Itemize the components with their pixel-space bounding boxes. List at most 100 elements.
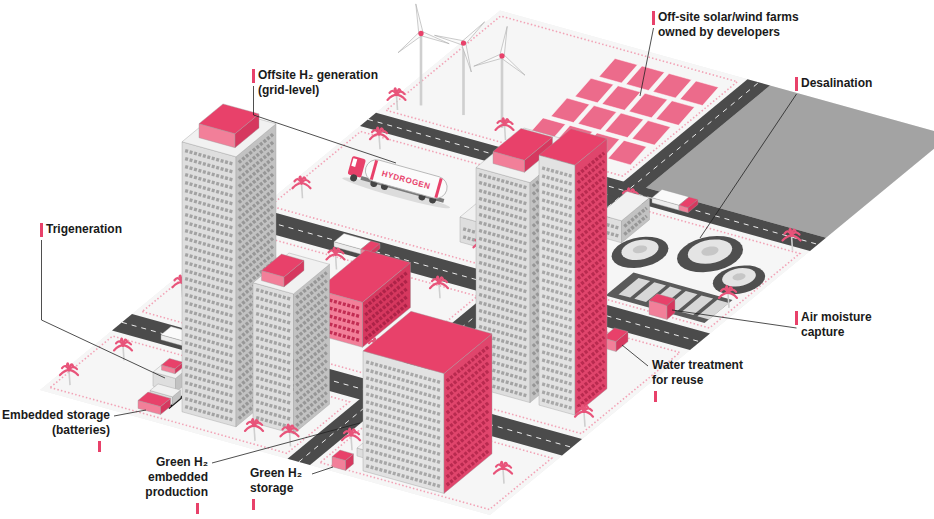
- window-row: [542, 344, 572, 352]
- palm-trunk: [254, 426, 255, 441]
- window-row: [542, 400, 572, 408]
- palm-frond: [505, 125, 514, 130]
- palm-frond: [351, 435, 360, 440]
- leader-line: [212, 423, 360, 463]
- building-face: [363, 351, 444, 494]
- tank-core: [633, 245, 647, 253]
- palm-frond: [494, 469, 503, 474]
- palm-frond: [254, 426, 263, 431]
- leader-line: [672, 310, 797, 328]
- turbine-hub: [499, 53, 504, 58]
- callout-label: Desalination: [801, 76, 872, 91]
- palm-frond: [575, 412, 584, 417]
- window-row: [542, 184, 572, 192]
- callout-marker: [654, 391, 657, 402]
- window-row: [447, 402, 489, 437]
- callout-label: Embedded storage (batteries): [0, 408, 110, 438]
- palm-frond: [245, 426, 254, 431]
- leader-line: [42, 240, 166, 378]
- palm-frond: [342, 435, 351, 440]
- tanker-band: [370, 160, 378, 180]
- palm-trunk: [503, 469, 504, 484]
- palm-trunk: [302, 183, 303, 198]
- callout-label: Offsite H₂ generation (grid-level): [258, 68, 408, 98]
- turbine-tower: [462, 43, 465, 115]
- leader-line: [312, 467, 333, 474]
- window-row: [542, 240, 572, 248]
- city-objects: [60, 4, 801, 494]
- callout-label: Green H₂ storage: [250, 466, 308, 496]
- ground: [40, 11, 934, 516]
- palm-frond: [584, 412, 593, 417]
- palm-frond: [719, 293, 728, 298]
- building-roof: [199, 104, 259, 134]
- palm-frond: [728, 293, 737, 298]
- window-row: [447, 378, 489, 413]
- callout-marker: [795, 311, 798, 325]
- window-row: [296, 273, 326, 298]
- turbine-hub: [418, 31, 423, 36]
- window-row: [624, 216, 646, 234]
- palm-frond: [503, 469, 512, 474]
- tanker-band: [434, 178, 442, 198]
- window-row: [447, 442, 489, 477]
- callout-marker: [40, 223, 43, 237]
- window-row: [542, 248, 572, 256]
- callout-label: Off-site solar/wind farms owned by devel…: [658, 10, 823, 40]
- window-row: [542, 368, 572, 376]
- palm-frond: [397, 95, 406, 100]
- palm-trunk: [439, 283, 440, 298]
- building-face: [253, 283, 294, 434]
- building-face: [182, 142, 236, 427]
- tank-top: [688, 239, 732, 263]
- building-roof: [332, 450, 354, 460]
- window-row: [542, 272, 572, 280]
- palm-trunk: [336, 254, 337, 269]
- leader-line: [640, 28, 654, 96]
- turbine-hub: [461, 40, 466, 45]
- wheel: [349, 174, 358, 183]
- window-row: [542, 216, 572, 224]
- palm-trunk: [290, 431, 291, 446]
- leader-line: [254, 86, 397, 163]
- desalination-tank: [713, 265, 765, 294]
- palm-frond: [783, 236, 792, 241]
- tank-core: [702, 246, 719, 255]
- callout-marker: [795, 77, 798, 91]
- palm-frond: [290, 431, 299, 436]
- window-row: [447, 426, 489, 461]
- building-roof: [361, 241, 380, 252]
- hydrogen-tanker: [341, 152, 457, 212]
- palm-trunk: [397, 95, 398, 110]
- window-row: [542, 192, 572, 200]
- cab-window: [351, 158, 357, 167]
- palm-frond: [60, 370, 69, 375]
- window-row: [542, 328, 572, 336]
- window-row: [447, 434, 489, 469]
- window-row: [366, 362, 441, 383]
- turbine-blade: [462, 22, 485, 45]
- tank-top: [722, 268, 756, 287]
- palm-frond: [370, 134, 379, 139]
- turbine-tower: [501, 56, 504, 128]
- window-row: [542, 296, 572, 304]
- window-row: [542, 384, 572, 392]
- window-row: [365, 272, 407, 307]
- window-row: [256, 290, 290, 300]
- callout-label: Trigeneration: [46, 222, 122, 237]
- tank-top: [621, 240, 658, 261]
- palm-trunk: [792, 236, 793, 251]
- palm-trunk: [728, 293, 729, 308]
- palm-frond: [69, 370, 78, 375]
- window-row: [542, 232, 572, 240]
- tanker-body: [363, 157, 450, 201]
- palm-frond: [327, 254, 336, 259]
- turbine-blade: [398, 32, 422, 53]
- palm-frond: [388, 95, 397, 100]
- turbine-tower: [420, 33, 423, 105]
- window-row: [447, 362, 489, 397]
- window-row: [542, 352, 572, 360]
- window-row: [447, 354, 489, 389]
